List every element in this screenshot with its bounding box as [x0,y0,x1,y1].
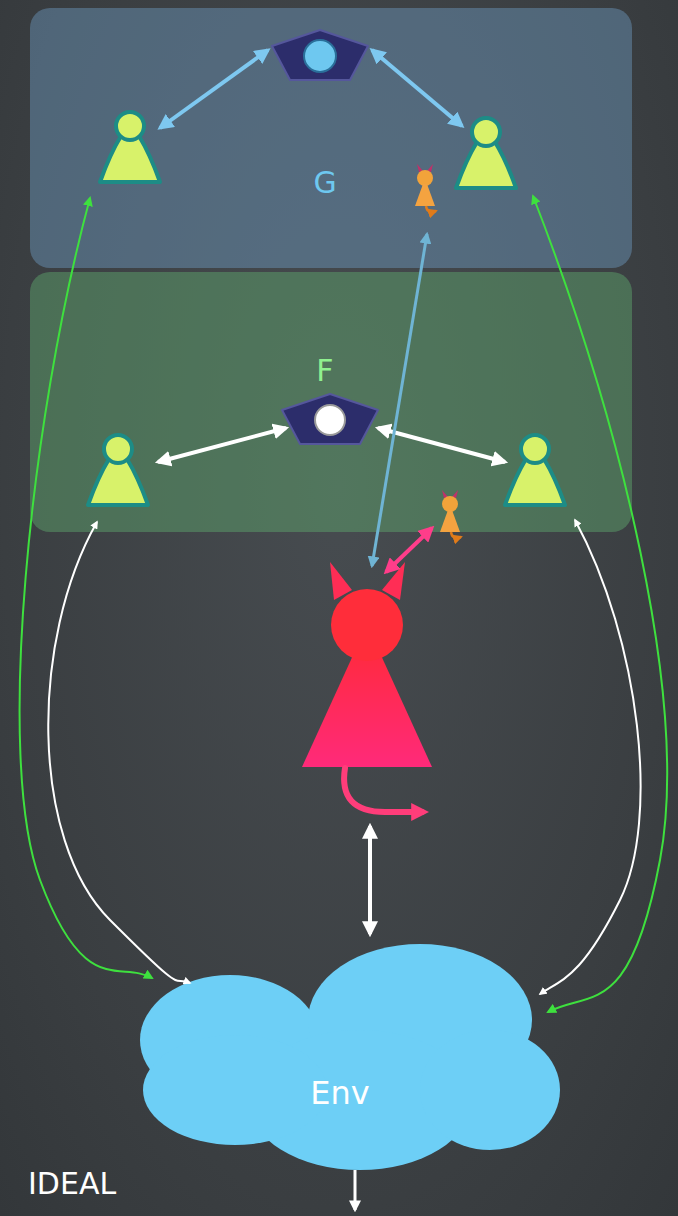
functionality-core [304,40,336,72]
functionality-pentagon [272,30,368,80]
devil-horn [330,562,352,600]
party-pawn [456,118,516,188]
environment-cloud: Env [140,940,560,1175]
functionality-pentagon [282,394,378,444]
env-output-arrow [354,1170,357,1210]
party-channel-arrow [158,428,286,462]
node-label: F [316,353,333,388]
party-env-wire [48,522,190,983]
corrupt-party-imp [440,490,461,538]
party-env-wire [533,196,667,1012]
adversary-body [302,640,432,767]
adversary-head [331,589,403,661]
functionality-core [315,405,345,435]
party-channel-arrow [372,50,462,126]
party-env-wire [20,198,152,978]
party-env-wire [540,520,641,994]
node-label: G [313,165,336,200]
adversary-control-arrow [372,234,427,566]
adversary-env-arrow [368,826,372,934]
node-label: Env [310,1074,369,1112]
party-channel-arrow [378,428,505,462]
adversary-tail [344,768,422,812]
world-band: F [30,272,632,532]
corrupt-party-imp [415,164,436,212]
adversary-control-arrow [386,528,432,572]
party-pawn [505,435,565,505]
cloud-outline [140,940,560,1175]
world-band: G [30,8,632,268]
party-pawn [88,435,148,505]
party-channel-arrow [160,50,268,128]
world-label: IDEAL [28,1166,116,1201]
cloud-lobe [143,1035,327,1145]
party-pawn [100,112,160,182]
cloud-lobe [420,1030,560,1150]
devil-horn [382,562,405,600]
